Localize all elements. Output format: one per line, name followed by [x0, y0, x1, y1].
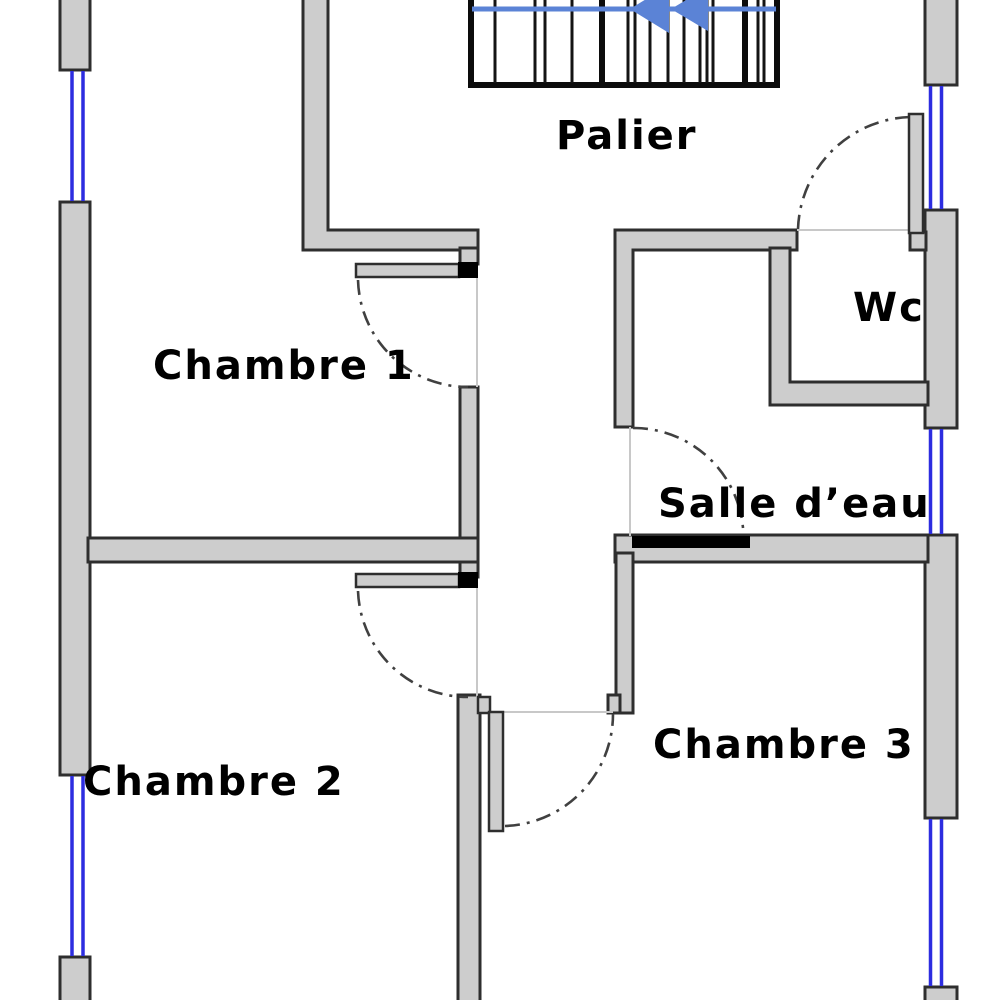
wall-segment [923, 985, 959, 1000]
stair-outline [468, 0, 780, 88]
door-stop [458, 262, 478, 278]
door-openings [476, 229, 909, 713]
door-leaf [354, 262, 461, 279]
stair-arrowhead-icon [671, 0, 708, 31]
door-leaf [907, 112, 925, 235]
doors [354, 112, 925, 833]
stair-arrowhead-icon [630, 0, 669, 33]
windows [70, 71, 944, 986]
room-label-chambre-3: Chambre 3 [653, 722, 915, 768]
wall-segment [458, 246, 480, 266]
room-label-wc: Wc [853, 285, 925, 331]
door-hinge-stub [476, 695, 492, 715]
wall-segment [86, 536, 480, 564]
wall-segment [923, 0, 959, 87]
room-label-salle-d-eau: Salle d’eau [658, 481, 931, 527]
door-swing-arc [632, 426, 745, 529]
room-labels: Palier Chambre 1 Chambre 2 Chambre 3 Sal… [83, 113, 931, 805]
door-swing-arc [796, 115, 911, 230]
staircase [468, 0, 780, 88]
wall-segment [768, 246, 930, 407]
interior-walls [86, 0, 930, 1000]
wall-segment [58, 0, 92, 72]
door-swing-arc [356, 590, 469, 699]
exterior-walls [58, 0, 959, 1000]
wall-segment [456, 693, 482, 1000]
wall-segment [58, 955, 92, 1000]
wall-segment [923, 208, 959, 430]
door-swing-arc [356, 279, 469, 389]
room-label-palier: Palier [556, 113, 698, 159]
wall-segment [923, 533, 959, 820]
room-label-chambre-2: Chambre 2 [83, 759, 345, 805]
wall-segment [301, 0, 480, 252]
wall-segment [614, 551, 635, 715]
door-leaf [354, 572, 461, 589]
wall-segment [908, 230, 928, 252]
door-leaf [487, 710, 505, 833]
door-swing-arc [504, 713, 615, 828]
wall-segment [606, 693, 622, 715]
door-stop [458, 572, 478, 588]
door-leaf-closed [632, 536, 750, 548]
wall-segment [58, 200, 92, 777]
door-swings [356, 115, 911, 828]
room-label-chambre-1: Chambre 1 [153, 343, 415, 389]
